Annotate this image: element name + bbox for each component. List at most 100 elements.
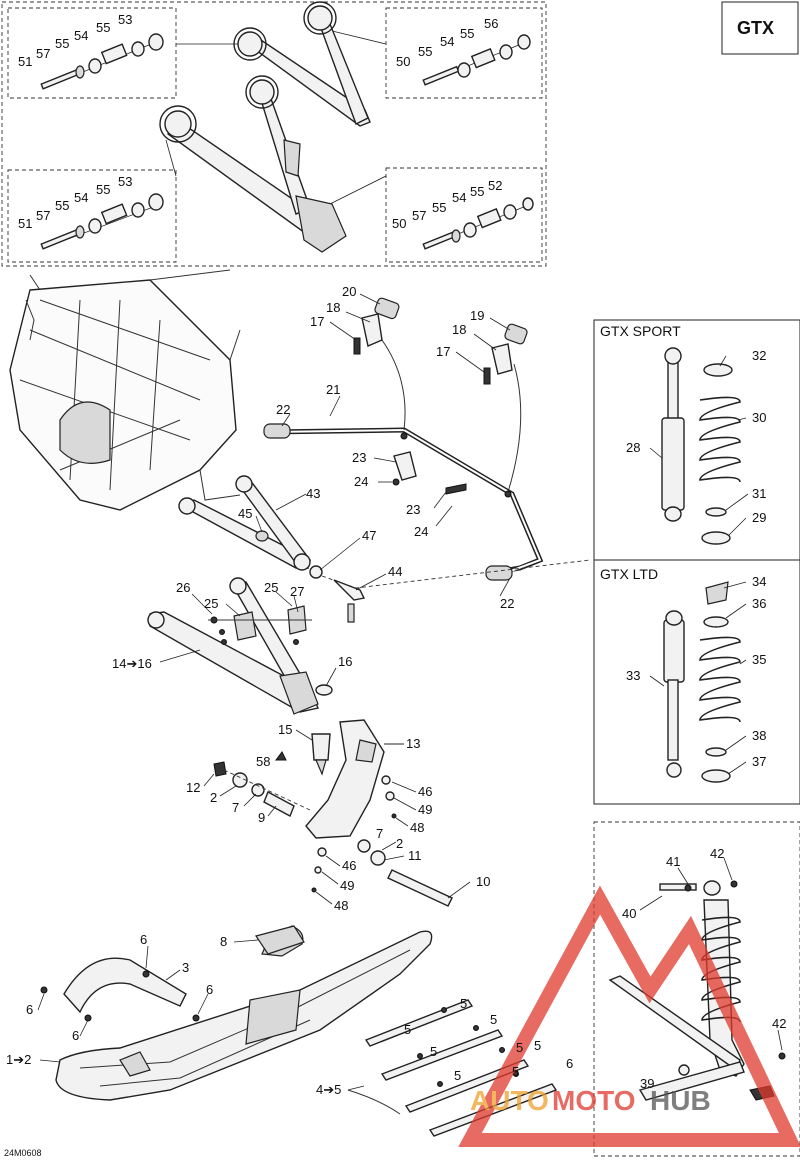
callout-10: 10 <box>476 874 490 889</box>
callout-54: 54 <box>440 34 454 49</box>
shock-detail-panel <box>593 821 800 1157</box>
bushing-box-top-left <box>7 7 177 99</box>
callout-55: 55 <box>96 182 110 197</box>
callout-16: 16 <box>338 654 352 669</box>
callout-46: 46 <box>342 858 356 873</box>
callout-24: 24 <box>354 474 368 489</box>
watermark-logo: AUTO MOTO HUB <box>458 885 800 1147</box>
callout-55: 55 <box>470 184 484 199</box>
callout-24: 24 <box>414 524 428 539</box>
gtx-ltd-panel <box>593 559 800 805</box>
callout-5: 5 <box>404 1022 411 1037</box>
callout-50: 50 <box>396 54 410 69</box>
callout-41: 41 <box>666 854 680 869</box>
callout-57: 57 <box>36 208 50 223</box>
a-arm-top-detail <box>159 1 387 253</box>
callout-6: 6 <box>566 1056 573 1071</box>
callout-54: 54 <box>452 190 466 205</box>
callout-21: 21 <box>326 382 340 397</box>
callout-1-2: 1➔2 <box>6 1052 31 1067</box>
callout-48: 48 <box>410 820 424 835</box>
callout-32: 32 <box>752 348 766 363</box>
drawing-code: 24M0608 <box>4 1148 42 1158</box>
callout-17: 17 <box>310 314 324 329</box>
callout-23: 23 <box>352 450 366 465</box>
callout-20: 20 <box>342 284 356 299</box>
spindle-hardware <box>213 751 453 907</box>
callout-53: 53 <box>118 174 132 189</box>
gtx-sport-title: GTX SPORT <box>600 323 681 339</box>
callout-17: 17 <box>436 344 450 359</box>
callout-25: 25 <box>204 596 218 611</box>
callout-55: 55 <box>96 20 110 35</box>
callout-58: 58 <box>256 754 270 769</box>
gtx-ltd-shock <box>663 581 741 783</box>
callout-51: 51 <box>18 54 32 69</box>
callout-18: 18 <box>452 322 466 337</box>
ski <box>40 925 433 1101</box>
callout-43: 43 <box>306 486 320 501</box>
callout-6: 6 <box>72 1028 79 1043</box>
callout-15: 15 <box>278 722 292 737</box>
callout-50: 50 <box>392 216 406 231</box>
callout-55: 55 <box>55 36 69 51</box>
sway-bar <box>263 339 544 581</box>
callout-8: 8 <box>220 934 227 949</box>
callout-42: 42 <box>772 1016 786 1031</box>
callout-6: 6 <box>206 982 213 997</box>
upper-arm-detail-frame <box>1 1 547 267</box>
bushing-kit-bottom-left <box>40 193 164 250</box>
callout-31: 31 <box>752 486 766 501</box>
callout-19: 19 <box>470 308 484 323</box>
callout-23: 23 <box>406 502 420 517</box>
callout-49: 49 <box>340 878 354 893</box>
upper-a-arm <box>178 475 591 623</box>
title-box <box>721 1 799 55</box>
callout-6: 6 <box>26 1002 33 1017</box>
callout-5: 5 <box>430 1044 437 1059</box>
callout-55: 55 <box>432 200 446 215</box>
callout-22: 22 <box>276 402 290 417</box>
bushing-kit-top-left <box>40 33 164 90</box>
callout-5: 5 <box>512 1064 519 1079</box>
callout-9: 9 <box>258 810 265 825</box>
callout-26: 26 <box>176 580 190 595</box>
bushing-kit-bottom-right <box>422 197 534 250</box>
callout-55: 55 <box>418 44 432 59</box>
callout-57: 57 <box>412 208 426 223</box>
callout-53: 53 <box>118 12 132 27</box>
callout-55: 55 <box>55 198 69 213</box>
diagram-title: GTX <box>737 18 774 38</box>
gtx-ltd-title: GTX LTD <box>600 566 658 582</box>
watermark-moto: MOTO <box>552 1085 635 1116</box>
bushing-box-bottom-left <box>7 169 177 263</box>
callout-36: 36 <box>752 596 766 611</box>
callout-44: 44 <box>388 564 402 579</box>
callout-29: 29 <box>752 510 766 525</box>
callout-6: 6 <box>140 932 147 947</box>
callout-7: 7 <box>232 800 239 815</box>
callout-49: 49 <box>418 802 432 817</box>
callout-35: 35 <box>752 652 766 667</box>
callout-5: 5 <box>454 1068 461 1083</box>
callout-5: 5 <box>460 996 467 1011</box>
callout-11: 11 <box>408 848 422 863</box>
callout-52: 52 <box>488 178 502 193</box>
callout-labels: 51 57 55 54 55 53 50 55 54 55 56 51 57 5… <box>4 12 786 1158</box>
callout-38: 38 <box>752 728 766 743</box>
callout-13: 13 <box>406 736 420 751</box>
callout-12: 12 <box>186 780 200 795</box>
gtx-sport-panel <box>593 319 800 561</box>
callout-46: 46 <box>418 784 432 799</box>
part-8-pad <box>255 925 305 955</box>
callout-39: 39 <box>640 1076 654 1091</box>
callout-51: 51 <box>18 216 32 231</box>
callout-25: 25 <box>264 580 278 595</box>
callout-33: 33 <box>626 668 640 683</box>
gtx-sport-shock <box>661 347 741 545</box>
callout-27: 27 <box>290 584 304 599</box>
callout-14-16: 14➔16 <box>112 656 152 671</box>
callout-5: 5 <box>534 1038 541 1053</box>
callout-48: 48 <box>334 898 348 913</box>
callout-42: 42 <box>710 846 724 861</box>
